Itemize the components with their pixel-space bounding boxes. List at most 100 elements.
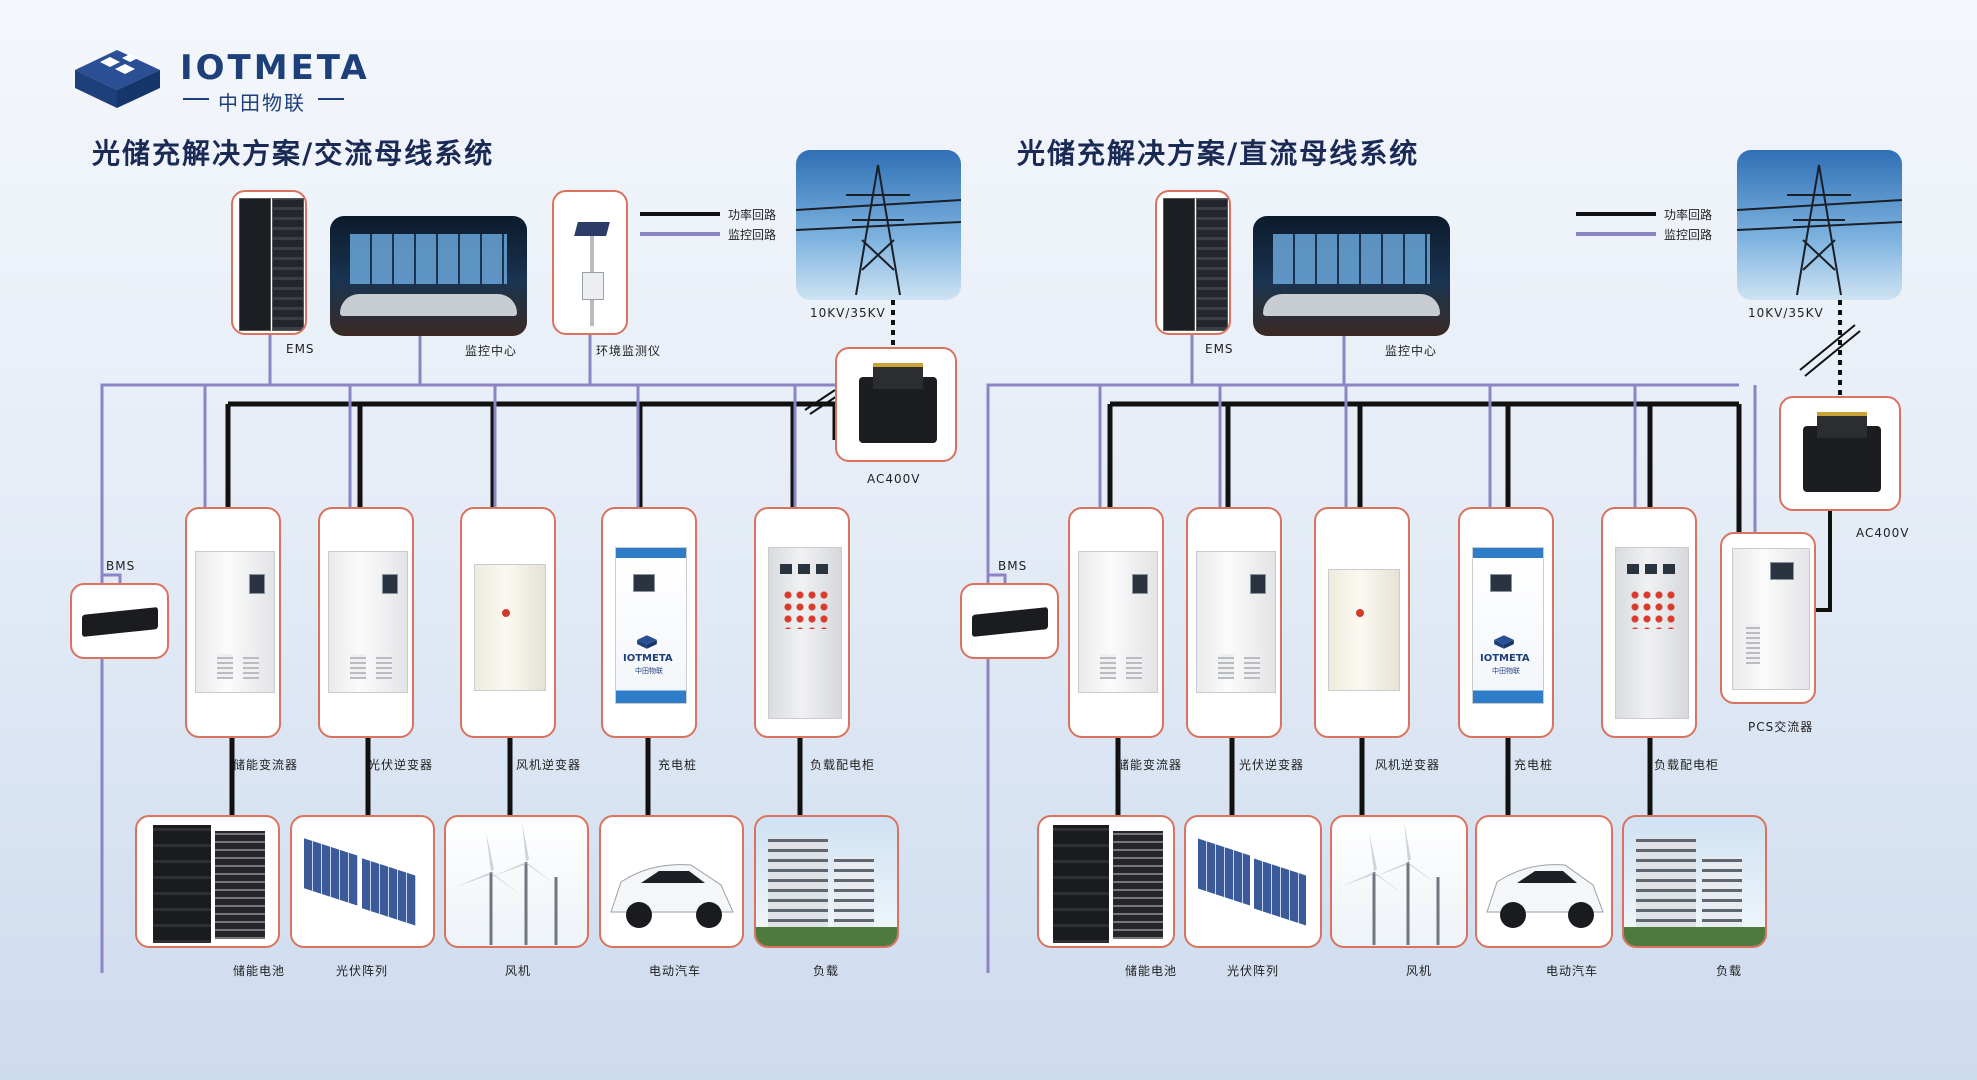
cabinet-vent-icon [1100,654,1116,679]
cabinet-vent-icon [1244,654,1260,679]
left-transformer-box [835,347,957,462]
left-source-4-label: 负载 [813,964,840,978]
right-bms-label: BMS [998,559,1028,573]
left-monitor-bus-to-bms [102,573,122,583]
left-device-1-box [318,507,414,738]
meter-icon [816,564,828,574]
console-desk [1263,294,1440,316]
right-source-0-box [1037,815,1175,948]
right-grid-break-mark-2 [1804,330,1861,377]
right-monitor-center-label: 监控中心 [1385,344,1438,358]
distribution-cabinet-icon [1615,547,1689,719]
left-transformer-label: AC400V [867,472,921,486]
left-device-0-label: 储能变流器 [233,758,299,772]
pcs-vent-icon [1746,624,1760,664]
cabinet-icon [474,564,546,691]
sensor-box-icon [582,272,604,300]
right-pcs-box [1720,532,1816,704]
charger-logo-icon [637,635,657,649]
meter-icon [1627,564,1639,574]
left-source-4-box [754,815,899,948]
right-pcs-to-transformer [1816,511,1832,612]
left-source-1-box [290,815,435,948]
right-source-3-box [1475,815,1613,948]
building-icon [1636,837,1696,942]
distribution-cabinet-icon [768,547,842,719]
left-grid-label: 10KV/35KV [810,306,886,320]
right-title: 光储充解决方案/直流母线系统 [1017,137,1420,170]
brand-logo [70,48,165,110]
right-device-1-box [1186,507,1282,738]
right-device-3-box: IOTMETA 中田物联 [1458,507,1554,738]
right-transformer-label: AC400V [1856,526,1910,540]
electric-car-icon [610,864,734,928]
indicator-lights-icon [1629,589,1675,629]
legend-left: 功率回路 监控回路 [640,204,776,244]
server-rack-icon [1163,198,1195,331]
solar-panel-icon [1254,858,1306,926]
cabinet-icon [1328,569,1400,691]
trees-icon [756,927,897,946]
left-monitor-center-label: 监控中心 [465,344,518,358]
cabinet-vent-icon [376,654,392,679]
charger-brand-subtitle: 中田物联 [635,667,663,675]
legend-power-label: 功率回路 [1664,207,1713,222]
bms-module-icon [82,607,158,637]
server-rack-icon [272,198,304,331]
left-device-2-label: 风机逆变器 [516,758,582,772]
cabinet-icon [195,551,275,693]
left-ems-label: EMS [286,342,315,356]
cabinet-screen-icon [382,574,398,594]
right-grid-tower-image [1737,150,1902,300]
legend-monitor-label: 监控回路 [1664,227,1713,242]
right-source-4-box [1622,815,1767,948]
meter-icon [780,564,792,574]
console-desk [340,294,517,316]
cabinet-icon [328,551,408,693]
server-rack-icon [1196,198,1228,331]
left-bms-label: BMS [106,559,136,573]
left-source-2-label: 风机 [505,964,532,978]
right-device-2-label: 风机逆变器 [1375,758,1441,772]
solar-panel-icon [362,858,416,926]
left-device-4-box [754,507,850,738]
right-transformer-box [1779,396,1901,511]
legend-power-line [640,212,720,216]
video-wall [350,234,507,284]
legend-monitor-line [640,232,720,236]
power-tower-icon [796,164,961,296]
charger-brand: IOTMETA [623,653,673,664]
battery-door-icon [215,831,265,939]
cabinet-icon [1078,551,1158,693]
power-tower-icon [1737,164,1902,296]
brand-subtitle: 中田物联 [218,91,306,115]
electric-car-icon [1486,864,1604,928]
left-source-2-box [444,815,589,948]
battery-rack-icon [153,825,211,943]
charger-logo-icon [1494,635,1514,649]
brand-name: IOTMETA [180,48,370,88]
right-device-4-box [1601,507,1697,738]
right-bms-box [960,583,1059,659]
left-device-0-box [185,507,281,738]
solar-panel-icon [304,838,358,906]
left-grid-break-mark-1 [804,389,836,411]
left-device-1-label: 光伏逆变器 [368,758,434,772]
charger-brand: IOTMETA [1480,653,1530,664]
transformer-coil-icon [1817,412,1867,438]
cabinet-screen-icon [249,574,265,594]
right-ems-label: EMS [1205,342,1234,356]
cabinet-vent-icon [217,654,233,679]
left-source-0-box [135,815,280,948]
pcs-screen-icon [1770,562,1794,580]
left-device-2-box [460,507,556,738]
wind-turbine-icon [456,822,558,945]
right-source-2-label: 风机 [1406,964,1433,978]
wind-turbine-icon [1340,822,1440,945]
bms-module-icon [972,607,1048,637]
right-device-3-label: 充电桩 [1514,758,1554,772]
trees-icon [1624,927,1765,946]
left-bms-box [70,583,169,659]
right-device-1-label: 光伏逆变器 [1239,758,1305,772]
